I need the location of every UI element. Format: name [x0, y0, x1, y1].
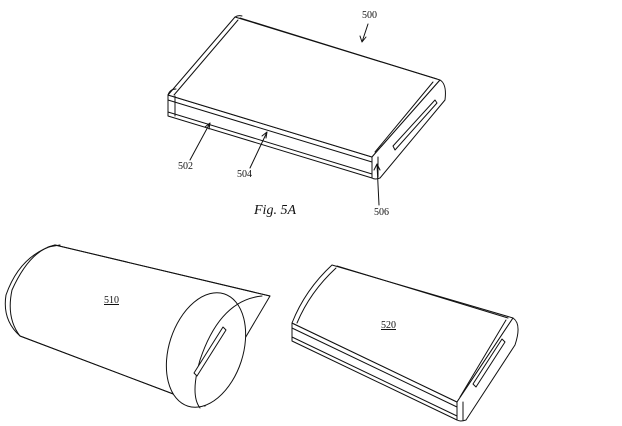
label-504: 504 [237, 169, 252, 180]
label-520: 520 [381, 320, 396, 331]
label-510: 510 [104, 295, 119, 306]
label-502: 502 [178, 161, 193, 172]
figure-caption: Fig. 5A [253, 203, 296, 218]
label-500: 500 [362, 10, 377, 21]
label-506: 506 [374, 207, 389, 218]
device-500 [167, 15, 446, 180]
device-520: 520 [291, 264, 519, 422]
device-510: 510 [4, 244, 271, 409]
callouts-5a: 500 502 504 506 Fig. 5A [178, 10, 389, 218]
